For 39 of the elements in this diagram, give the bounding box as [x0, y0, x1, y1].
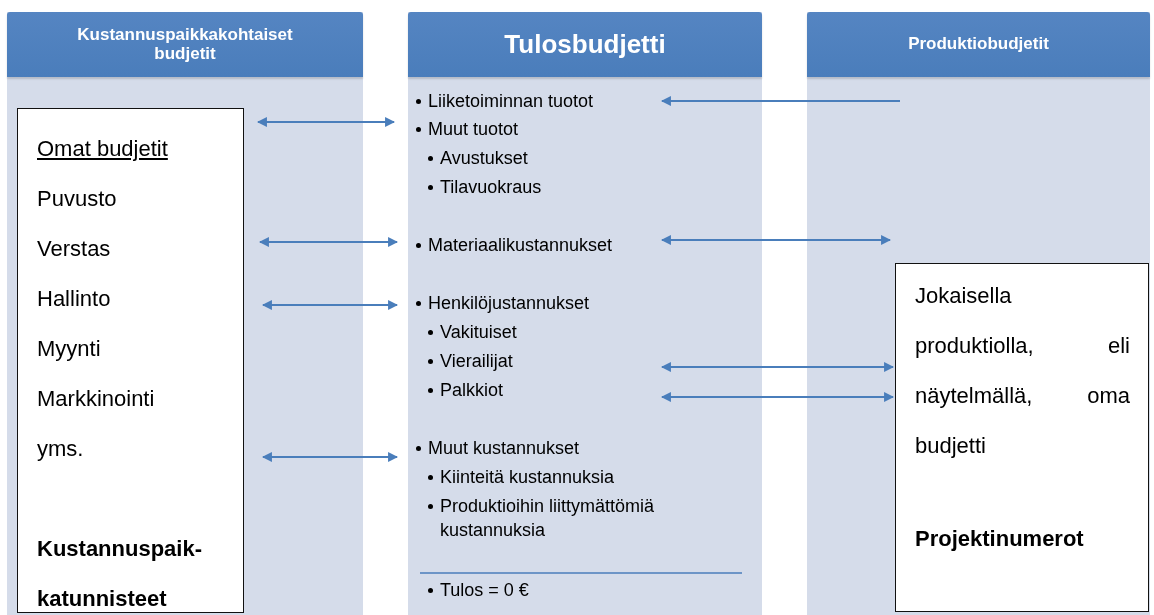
- bullet-text: Tulos = 0 €: [428, 578, 662, 602]
- arrow: [262, 300, 398, 310]
- column-header: Kustannuspaikkakohtaiset budjetit: [7, 12, 363, 77]
- bullet-text: Vierailijat: [428, 349, 662, 373]
- list-text: Puvusto: [37, 185, 118, 213]
- bullet-text: Palkkiot: [428, 378, 662, 402]
- column-header: Produktiobudjetit: [807, 12, 1150, 77]
- text-box: [895, 263, 1149, 612]
- list-text: yms.: [37, 435, 85, 463]
- list-text: Myynti: [37, 335, 102, 363]
- column-panel: [7, 12, 363, 615]
- arrow: [661, 362, 894, 372]
- bullet-text: Kiinteitä kustannuksia: [428, 465, 662, 489]
- column-panel: [408, 12, 762, 615]
- bullet-text: Vakituiset: [428, 320, 662, 344]
- list-text: Markkinointi: [37, 385, 156, 413]
- list-text: Kustannuspaik-katunnisteet: [37, 535, 204, 613]
- arrow: [661, 235, 891, 245]
- description-text: Jokaisella produktiolla, eli näytelmällä, oma budjetti: [915, 282, 1130, 460]
- list-text: Verstas: [37, 235, 112, 263]
- column-header: Tulosbudjetti: [408, 12, 762, 77]
- bullet-text: Materiaalikustannukset: [416, 233, 662, 257]
- arrow: [661, 96, 900, 106]
- bullet-text: Henkilöjustannukset: [416, 291, 662, 315]
- arrow: [661, 392, 894, 402]
- arrow: [262, 452, 398, 462]
- bullet-text: Muut kustannukset: [416, 436, 662, 460]
- bullet-text: Muut tuotot: [416, 117, 662, 141]
- arrow: [259, 237, 398, 247]
- bullet-text: Tilavuokraus: [428, 175, 662, 199]
- text-box: [17, 108, 244, 613]
- bullet-text: Avustukset: [428, 146, 662, 170]
- id-label: Projektinumerot: [915, 525, 1085, 553]
- bullet-text: Produktioihin liittymättömiä kustannuksia: [428, 494, 662, 542]
- heading-text: Omat budjetit: [37, 135, 169, 163]
- list-text: Hallinto: [37, 285, 112, 313]
- column-panel: [807, 12, 1150, 615]
- arrow: [257, 117, 395, 127]
- bullet-text: Liiketoiminnan tuotot: [416, 89, 662, 113]
